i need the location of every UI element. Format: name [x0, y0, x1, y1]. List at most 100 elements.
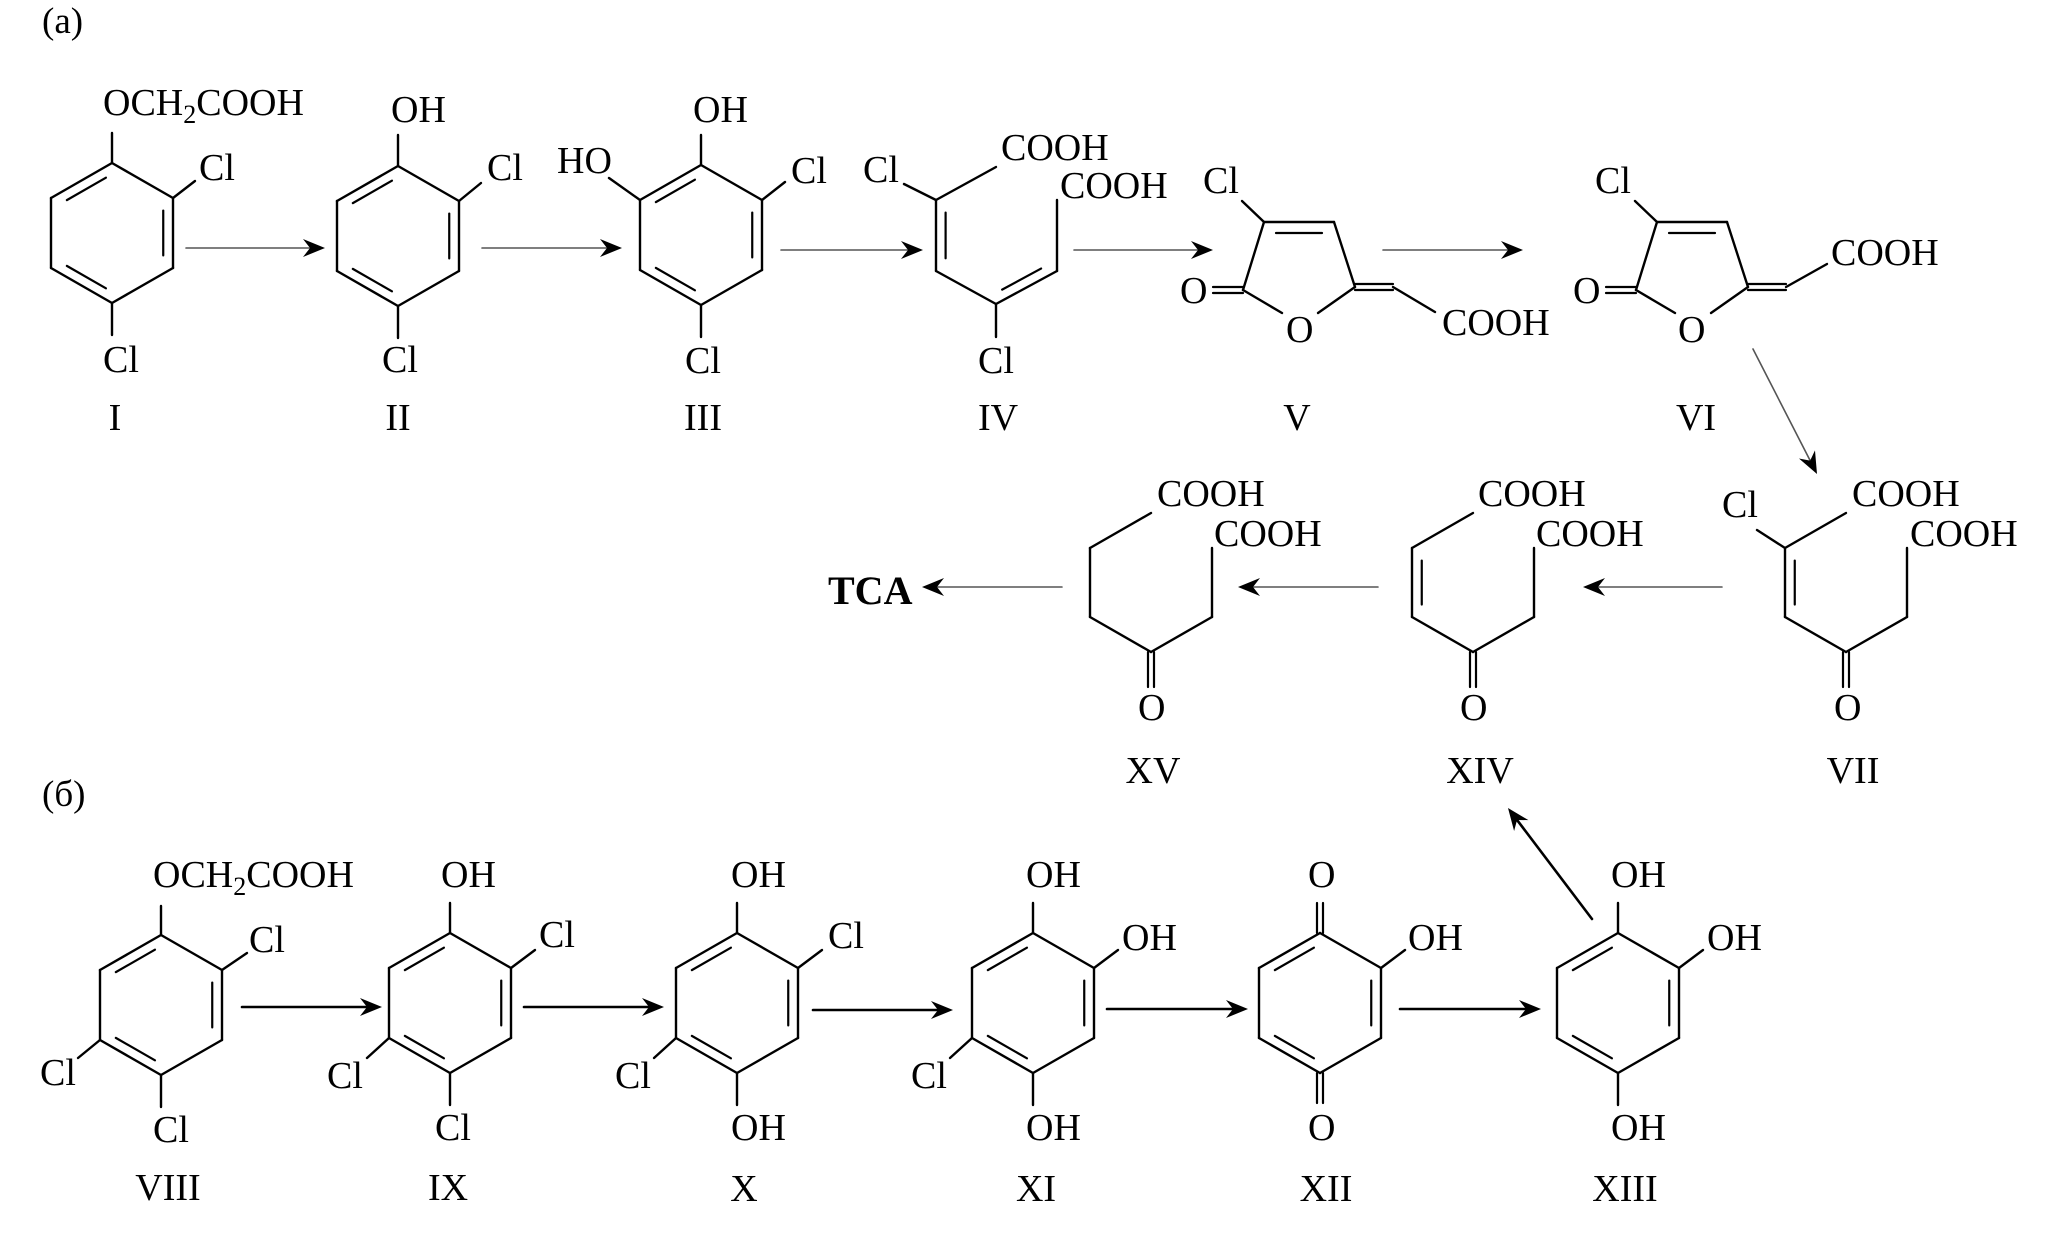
structure-II: [335, 133, 483, 340]
substituent-bond: [1379, 948, 1407, 970]
ring-bond: [1332, 220, 1357, 289]
compound-label: VII: [1827, 750, 1880, 792]
substituent-cl-ortho: Cl: [487, 147, 523, 189]
substituent-cl-ortho: Cl: [828, 915, 864, 957]
structure-XIV: [1410, 511, 1536, 689]
compound-label: XII: [1300, 1168, 1353, 1210]
ring-oxygen: O: [1286, 309, 1313, 351]
ring-bond: [674, 931, 739, 970]
ring-bond: [1318, 1036, 1383, 1075]
compound-XV: COOH COOH O XV: [1126, 473, 1322, 792]
ring-bond: [110, 161, 175, 200]
chain-bond: [1149, 615, 1214, 654]
substituent-cl-para: Cl: [435, 1107, 471, 1149]
compound-VII: Cl COOH COOH O VII: [1722, 473, 2018, 792]
compound-label: IV: [978, 397, 1019, 439]
compound-label: II: [385, 397, 410, 439]
substituent-bond: [171, 179, 197, 200]
ether-subscript: 2: [233, 872, 246, 901]
substituent-oh-ortho: OH: [1707, 917, 1762, 959]
compound-VIII: OCH2COOH Cl Cl Cl VIII: [40, 854, 354, 1209]
ring-bond: [98, 1038, 163, 1077]
substituent-oh-ortho: OH: [1408, 917, 1463, 959]
arrow-XV-to-TCA: [922, 578, 1063, 596]
arrow-head: [1226, 1000, 1248, 1018]
chain-bond: [994, 269, 1059, 306]
compound-XII: O OH O XII: [1300, 854, 1463, 1210]
ring-bond: [1241, 288, 1284, 315]
compound-label: XIV: [1446, 750, 1514, 792]
substituent-cl-para: Cl: [382, 339, 418, 381]
arrow-head: [360, 998, 382, 1016]
ring-double-bond: [114, 1036, 157, 1062]
structure-VII: [1755, 511, 1909, 689]
chain-bond: [1783, 615, 1848, 654]
substituent-bond: [1088, 511, 1153, 550]
substituent-cl-left: Cl: [863, 149, 899, 191]
compound-V: Cl O O COOH V: [1180, 160, 1550, 439]
carbonyl-oxygen: O: [1180, 270, 1207, 312]
compound-I: OCH2COOH Cl Cl I: [103, 82, 304, 439]
ring-bond: [396, 269, 461, 308]
substituent-bond: [948, 1036, 974, 1060]
substituent-bond: [607, 176, 642, 202]
arrow-head: [901, 241, 923, 259]
substituent-cl: Cl: [1722, 484, 1758, 526]
structure-VIII: [76, 904, 249, 1109]
ring-double-bond: [1273, 946, 1316, 972]
substituent-bond: [1755, 528, 1787, 550]
ring-double-bond: [986, 946, 1029, 972]
compound-XIII: OH OH OH XIII: [1592, 854, 1762, 1210]
arrow-VI-to-VII: [1752, 348, 1817, 474]
substituent-bond: [1092, 948, 1120, 970]
substituent-oh: OH: [693, 89, 748, 131]
ring-double-bond: [65, 264, 108, 290]
ketone-oxygen: O: [1834, 687, 1861, 729]
substituent-cooh-1: COOH: [1478, 473, 1586, 515]
ring-double-bond: [65, 176, 108, 202]
ring-double-bond: [690, 946, 733, 972]
compound-XI: OH OH Cl OH XI: [911, 854, 1177, 1210]
substituent-cooh-2: COOH: [1214, 513, 1322, 555]
compound-IV: Cl COOH COOH Cl IV: [863, 127, 1168, 439]
substituent-bond: [1784, 262, 1829, 289]
arrow-X-to-XI: [811, 1001, 953, 1019]
arrow-I-to-II: [185, 239, 325, 257]
arrow-XI-to-XII: [1105, 1000, 1248, 1018]
substituent-cl-para: Cl: [103, 339, 139, 381]
carbonyl-oxygen: O: [1573, 270, 1600, 312]
chain-bond: [1471, 615, 1536, 654]
ring-bond: [1555, 931, 1620, 970]
substituent-cl-ortho: Cl: [199, 147, 235, 189]
substituent-cl-ortho: Cl: [539, 914, 575, 956]
ring-bond: [1616, 1036, 1681, 1075]
substituent-oh: OH: [391, 89, 446, 131]
substituent-cooh-1: COOH: [1852, 473, 1960, 515]
ring-double-bond: [1273, 1034, 1316, 1060]
substituent-oh-top: OH: [731, 854, 786, 896]
ring-double-bond: [1571, 1034, 1614, 1060]
compound-label: X: [730, 1168, 757, 1210]
substituent-cooh-1: COOH: [1001, 127, 1109, 169]
arrow-XIV-to-XV: [1238, 578, 1379, 596]
compound-label: III: [684, 397, 722, 439]
compound-X: OH Cl Cl OH X: [615, 854, 864, 1210]
substituent-cl-left: Cl: [40, 1052, 76, 1094]
ring-bond: [1616, 931, 1681, 970]
substituent-cooh-1: COOH: [1157, 473, 1265, 515]
compound-III: OH HO Cl Cl III: [557, 89, 827, 439]
ring-oxygen: O: [1678, 309, 1705, 351]
substituent-bond: [365, 1036, 391, 1060]
substituent-oh-bottom: OH: [1611, 1107, 1666, 1149]
ring-bond: [387, 1036, 452, 1075]
ring-bond: [735, 931, 800, 970]
compound-label: XIII: [1592, 1168, 1657, 1210]
substituent-cooh: COOH: [1831, 232, 1939, 274]
substituent-bond: [220, 951, 249, 972]
ring-bond: [735, 1036, 800, 1075]
substituent-cl-para: Cl: [153, 1109, 189, 1151]
ring-bond: [1257, 931, 1322, 970]
arrow-shaft: [1515, 817, 1594, 921]
structure-XI: [948, 901, 1120, 1107]
